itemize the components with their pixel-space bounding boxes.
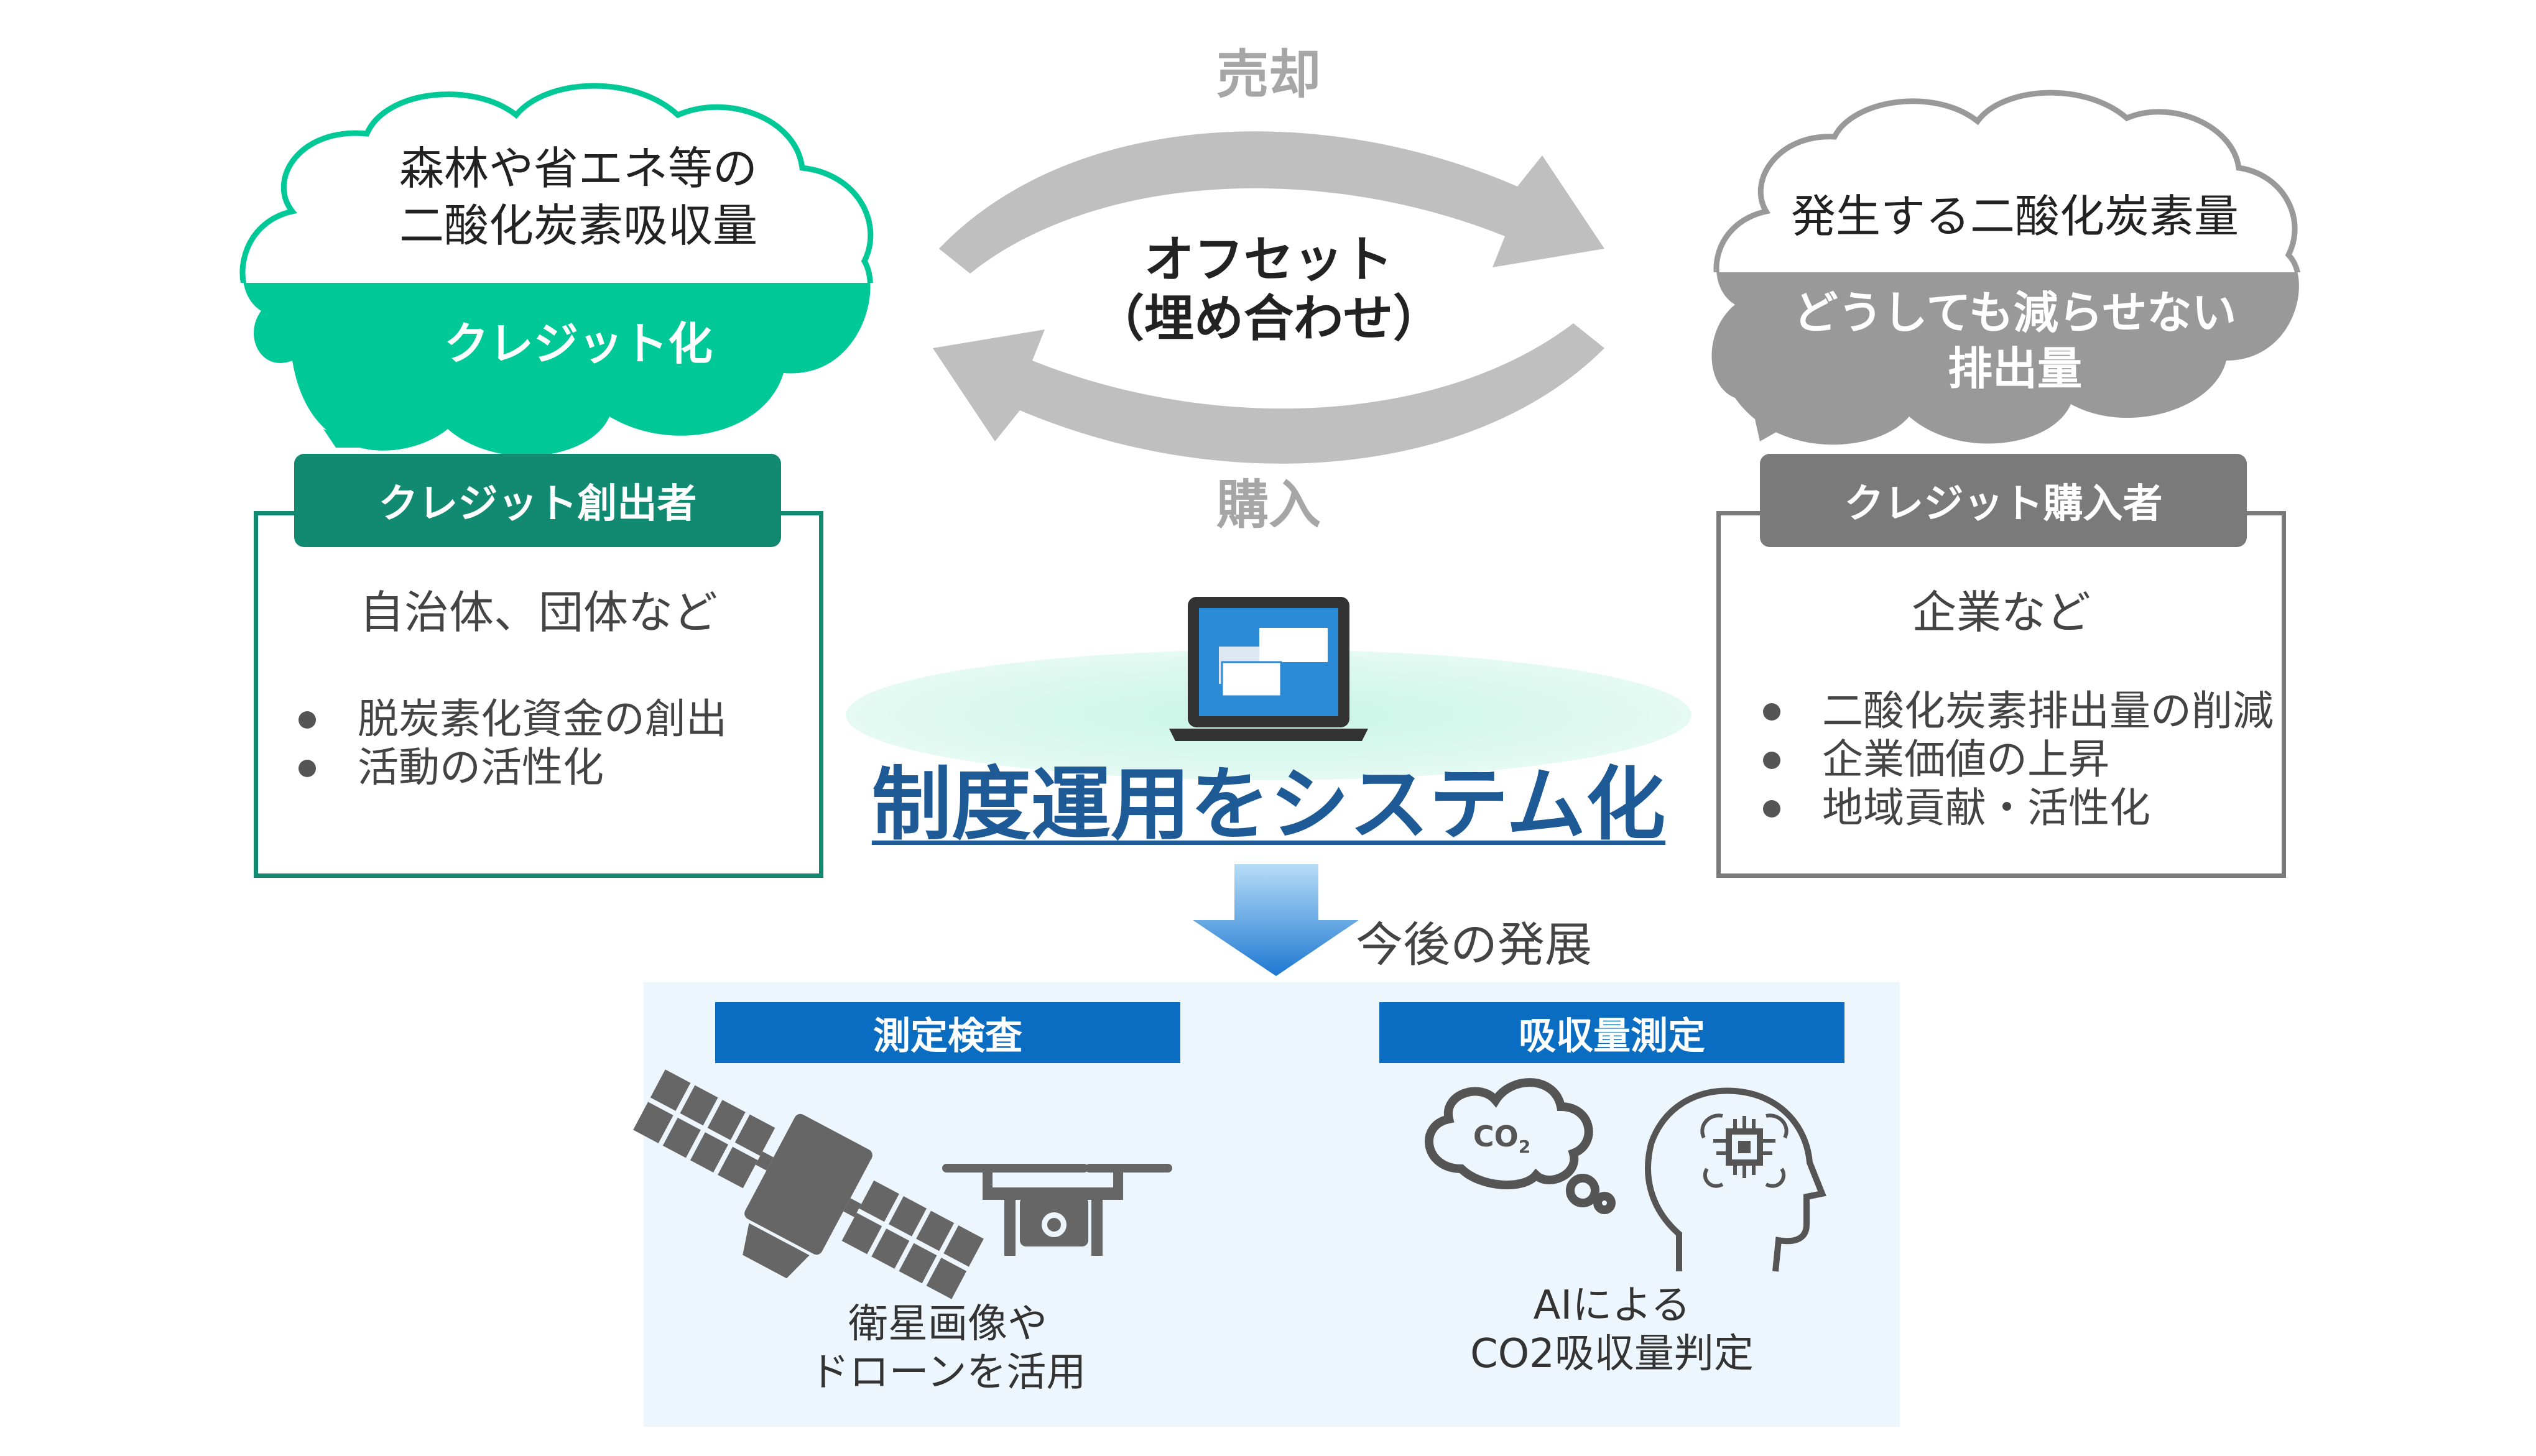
list-item: 地域貢献・活性化 <box>1763 784 2274 832</box>
satellite-icon <box>633 1069 984 1299</box>
sell-label: 売却 <box>1216 44 1321 105</box>
left-cloud-top-line-1: 森林や省エネ等の <box>399 142 757 195</box>
list-item: 企業価値の上昇 <box>1763 735 2274 784</box>
buy-label: 購入 <box>1216 474 1321 535</box>
co2-cloud-icon <box>1425 1078 1616 1214</box>
laptop-icon <box>1169 597 1368 741</box>
absorption-caption-line-1: AIによる <box>1533 1283 1691 1329</box>
right-cloud <box>1711 90 2300 445</box>
creator-heading: 自治体、団体など <box>359 586 718 638</box>
absorption-caption-line-2: CO2吸収量判定 <box>1470 1331 1754 1377</box>
offset-line-1: オフセット <box>1144 231 1393 288</box>
left-cloud-bottom-text: クレジット化 <box>443 318 713 370</box>
right-cloud-bottom-line-1: どうしても減らせない <box>1793 287 2237 339</box>
drone-icon <box>942 1164 1172 1256</box>
list-item: 活動の活性化 <box>298 744 727 792</box>
measurement-caption-line-1: 衛星画像や <box>848 1301 1047 1347</box>
ai-head-icon <box>1645 1087 1826 1272</box>
measurement-caption-line-2: ドローンを活用 <box>809 1350 1086 1396</box>
system-title: 制度運用をシステム化 <box>871 758 1666 851</box>
measurement-label: 測定検査 <box>715 1002 1180 1063</box>
creator-bullet-list: 脱炭素化資金の創出 活動の活性化 <box>298 695 727 792</box>
list-item: 二酸化炭素排出量の削減 <box>1763 687 2274 735</box>
down-arrow-icon <box>1193 864 1359 976</box>
sell-arrow <box>939 131 1604 274</box>
left-cloud-top-line-2: 二酸化炭素吸収量 <box>399 200 757 252</box>
co2-icon-text: CO2 <box>1473 1120 1531 1158</box>
creator-label: クレジット創出者 <box>294 454 781 547</box>
future-label: 今後の発展 <box>1356 917 1592 972</box>
buyer-label: クレジット購入者 <box>1760 454 2247 547</box>
co2-subscript: 2 <box>1518 1136 1531 1158</box>
left-cloud <box>239 83 874 456</box>
absorption-label: 吸収量測定 <box>1379 1002 1844 1063</box>
buyer-bullet-list: 二酸化炭素排出量の削減 企業価値の上昇 地域貢献・活性化 <box>1763 687 2274 832</box>
list-item: 脱炭素化資金の創出 <box>298 695 727 744</box>
offset-line-2: （埋め合わせ） <box>1094 290 1443 348</box>
creator-box <box>254 511 823 878</box>
buy-arrow <box>933 323 1604 464</box>
right-cloud-top-text: 発生する二酸化炭素量 <box>1790 190 2239 242</box>
right-cloud-bottom-line-2: 排出量 <box>1947 343 2082 395</box>
buyer-heading: 企業など <box>1911 586 2091 638</box>
